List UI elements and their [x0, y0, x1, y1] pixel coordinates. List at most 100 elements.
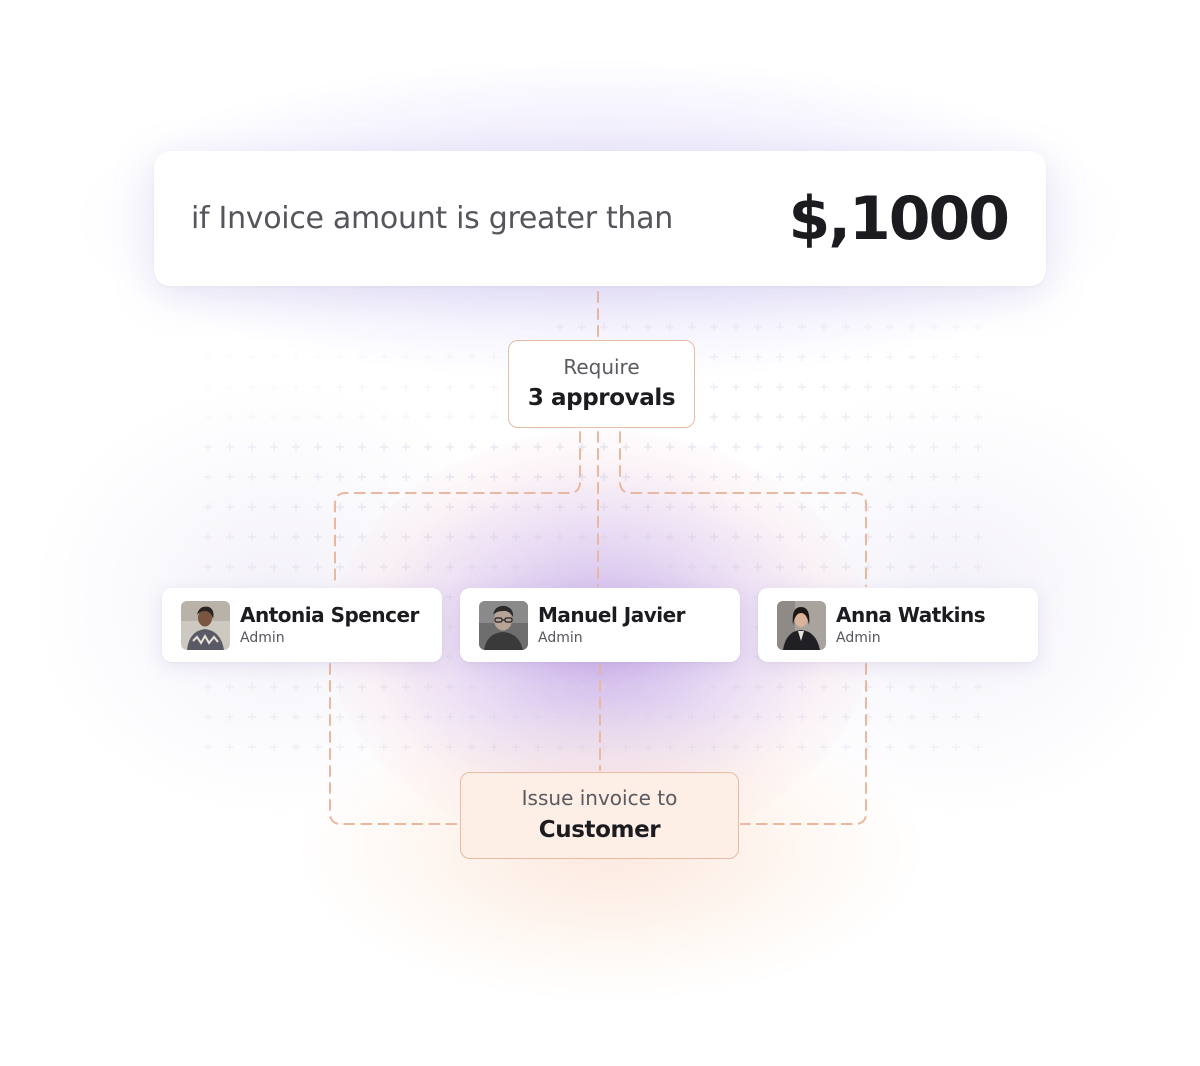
- condition-amount: $,1000: [788, 183, 1010, 254]
- grid-plus-mark: [776, 323, 784, 331]
- grid-plus-mark: [336, 503, 344, 511]
- grid-plus-mark: [710, 743, 718, 751]
- grid-plus-mark: [798, 743, 806, 751]
- grid-plus-mark: [292, 683, 300, 691]
- grid-plus-mark: [710, 473, 718, 481]
- grid-plus-mark: [380, 383, 388, 391]
- grid-plus-mark: [380, 353, 388, 361]
- grid-plus-mark: [754, 743, 762, 751]
- grid-plus-mark: [292, 563, 300, 571]
- grid-plus-mark: [864, 743, 872, 751]
- grid-plus-mark: [864, 563, 872, 571]
- grid-plus-mark: [336, 713, 344, 721]
- grid-plus-mark: [248, 563, 256, 571]
- grid-plus-mark: [688, 563, 696, 571]
- grid-plus-mark: [842, 683, 850, 691]
- grid-plus-mark: [820, 383, 828, 391]
- grid-plus-mark: [534, 743, 542, 751]
- grid-plus-mark: [358, 443, 366, 451]
- grid-plus-mark: [490, 413, 498, 421]
- grid-plus-mark: [974, 533, 982, 541]
- grid-plus-mark: [864, 383, 872, 391]
- grid-plus-mark: [666, 563, 674, 571]
- grid-plus-mark: [578, 533, 586, 541]
- grid-plus-mark: [402, 503, 410, 511]
- grid-plus-mark: [314, 563, 322, 571]
- grid-plus-mark: [600, 533, 608, 541]
- grid-plus-mark: [820, 743, 828, 751]
- grid-plus-mark: [226, 473, 234, 481]
- grid-plus-mark: [336, 473, 344, 481]
- grid-plus-mark: [314, 683, 322, 691]
- grid-plus-mark: [336, 413, 344, 421]
- condition-card[interactable]: if Invoice amount is greater than $,1000: [154, 151, 1046, 286]
- grid-plus-mark: [798, 503, 806, 511]
- grid-plus-mark: [534, 473, 542, 481]
- grid-plus-mark: [402, 563, 410, 571]
- grid-plus-mark: [226, 563, 234, 571]
- approver-card-manuel-javier[interactable]: Manuel Javier Admin: [460, 588, 740, 662]
- grid-plus-mark: [270, 353, 278, 361]
- grid-plus-mark: [974, 443, 982, 451]
- grid-plus-mark: [732, 533, 740, 541]
- grid-plus-mark: [754, 353, 762, 361]
- grid-plus-mark: [622, 563, 630, 571]
- grid-plus-mark: [622, 743, 630, 751]
- grid-plus-mark: [468, 683, 476, 691]
- grid-plus-mark: [886, 713, 894, 721]
- grid-plus-mark: [358, 533, 366, 541]
- grid-plus-mark: [886, 413, 894, 421]
- grid-plus-mark: [688, 713, 696, 721]
- issue-invoice-node[interactable]: Issue invoice to Customer: [460, 772, 739, 859]
- grid-plus-mark: [886, 443, 894, 451]
- grid-plus-mark: [446, 383, 454, 391]
- grid-plus-mark: [886, 683, 894, 691]
- grid-plus-mark: [820, 353, 828, 361]
- grid-plus-mark: [248, 743, 256, 751]
- grid-plus-mark: [468, 533, 476, 541]
- grid-plus-mark: [666, 473, 674, 481]
- grid-plus-mark: [666, 323, 674, 331]
- grid-plus-mark: [952, 563, 960, 571]
- grid-plus-mark: [402, 443, 410, 451]
- grid-plus-mark: [798, 533, 806, 541]
- grid-plus-mark: [974, 683, 982, 691]
- grid-plus-mark: [402, 743, 410, 751]
- grid-plus-mark: [622, 473, 630, 481]
- approver-card-antonia-spencer[interactable]: Antonia Spencer Admin: [162, 588, 442, 662]
- grid-plus-mark: [512, 503, 520, 511]
- grid-plus-mark: [644, 683, 652, 691]
- grid-plus-mark: [534, 563, 542, 571]
- grid-plus-mark: [446, 503, 454, 511]
- grid-plus-mark: [578, 323, 586, 331]
- grid-plus-mark: [578, 683, 586, 691]
- grid-plus-mark: [314, 713, 322, 721]
- grid-plus-mark: [732, 473, 740, 481]
- grid-plus-mark: [798, 353, 806, 361]
- grid-plus-mark: [644, 533, 652, 541]
- grid-plus-mark: [534, 713, 542, 721]
- grid-plus-mark: [490, 533, 498, 541]
- grid-plus-mark: [732, 743, 740, 751]
- grid-plus-mark: [204, 683, 212, 691]
- grid-plus-mark: [710, 323, 718, 331]
- grid-plus-mark: [930, 413, 938, 421]
- grid-plus-mark: [930, 473, 938, 481]
- grid-plus-mark: [512, 683, 520, 691]
- grid-plus-mark: [402, 713, 410, 721]
- grid-plus-mark: [446, 743, 454, 751]
- approver-card-anna-watkins[interactable]: Anna Watkins Admin: [758, 588, 1038, 662]
- grid-plus-mark: [688, 533, 696, 541]
- grid-plus-mark: [204, 713, 212, 721]
- require-approvals-node[interactable]: Require 3 approvals: [508, 340, 695, 428]
- grid-plus-mark: [622, 533, 630, 541]
- grid-plus-mark: [776, 443, 784, 451]
- grid-plus-mark: [358, 503, 366, 511]
- grid-plus-mark: [776, 743, 784, 751]
- grid-plus-mark: [446, 353, 454, 361]
- grid-plus-mark: [292, 503, 300, 511]
- grid-plus-mark: [600, 443, 608, 451]
- grid-plus-mark: [556, 563, 564, 571]
- grid-plus-mark: [908, 443, 916, 451]
- grid-plus-mark: [446, 593, 454, 601]
